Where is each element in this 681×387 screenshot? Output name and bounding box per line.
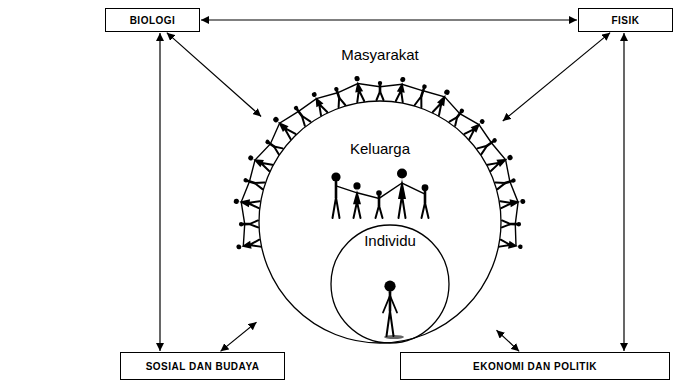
person-figure (292, 104, 311, 126)
factor-box: BIOLOGI (105, 8, 200, 32)
individual-figure (383, 281, 404, 339)
person-figure (353, 182, 361, 218)
person-figure (495, 176, 516, 189)
person-figure (415, 83, 429, 107)
level-label: Masyarakat (222, 46, 538, 64)
holding-hands (241, 84, 518, 247)
influence-arrow (496, 330, 519, 351)
person-figure (464, 117, 487, 139)
factor-box: FISIK (578, 8, 673, 32)
influence-arrow (167, 33, 261, 117)
influence-arrow (159, 33, 160, 351)
influence-arrow (503, 33, 610, 121)
person-figure (271, 115, 296, 139)
person-figure (500, 197, 526, 208)
factor-label: EKONOMI DAN POLITIK (473, 361, 597, 372)
person-figure (488, 153, 515, 172)
influence-arrow (623, 33, 624, 351)
person-figure (477, 136, 498, 154)
factor-label: BIOLOGI (130, 15, 176, 26)
level-label: Individu (330, 232, 450, 250)
factor-label: SOSIAL DAN BUDAYA (146, 361, 260, 372)
society-ring: MasyarakatKeluargaIndividu (222, 64, 538, 380)
society-people (233, 75, 526, 251)
holding-hands (336, 183, 425, 198)
family-people (331, 169, 428, 219)
family-circle: KeluargaIndividu (258, 100, 502, 344)
person-figure (332, 86, 345, 107)
person-figure (331, 172, 340, 218)
person-figure (376, 190, 383, 218)
individual-circle: Individu (330, 224, 450, 344)
influence-arrow (201, 19, 577, 20)
person-figure (310, 91, 328, 116)
person-figure (397, 169, 407, 219)
person-figure (236, 239, 261, 251)
person-figure (243, 176, 265, 189)
person-figure (353, 75, 365, 102)
person-figure (499, 239, 523, 251)
factor-box: SOSIAL DAN BUDAYA (120, 352, 285, 380)
circle-outline (258, 100, 502, 344)
person-figure (233, 197, 260, 209)
level-label: Keluarga (258, 140, 502, 158)
person-figure (377, 81, 384, 100)
person-figure (264, 138, 283, 154)
factor-box: EKONOMI DAN POLITIK (400, 352, 670, 380)
factor-label: FISIK (611, 15, 639, 26)
influence-arrow (221, 322, 257, 351)
person-figure (422, 184, 429, 218)
person-figure (239, 220, 258, 227)
person-figure (502, 220, 521, 227)
person-figure (395, 76, 407, 102)
